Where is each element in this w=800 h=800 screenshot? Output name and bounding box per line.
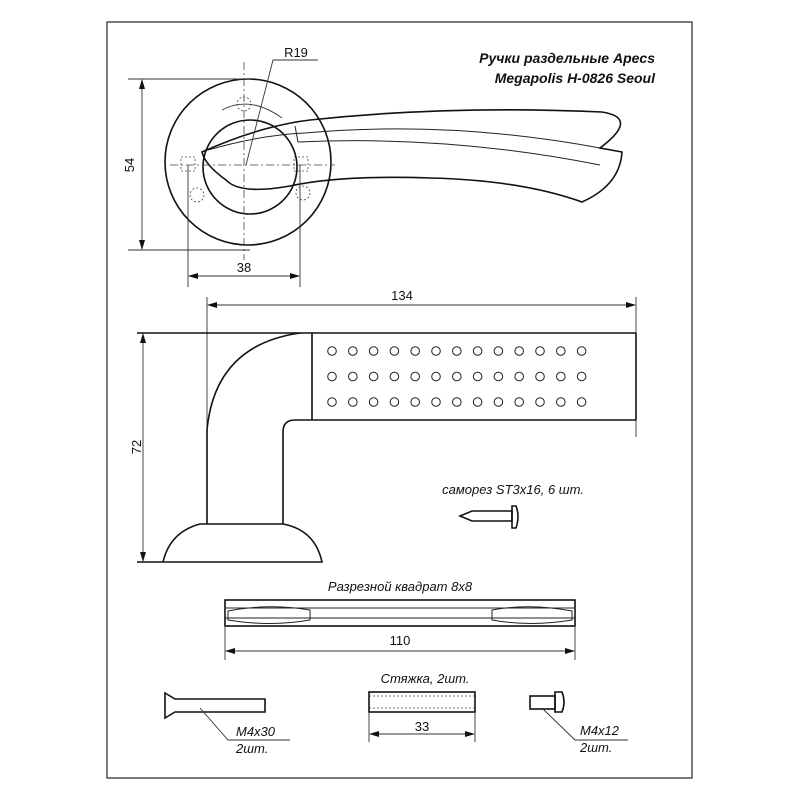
dot (327, 371, 337, 382)
dot (576, 346, 587, 356)
bolt-m4x12-icon (529, 691, 628, 741)
dot (452, 371, 462, 382)
dot (431, 371, 441, 382)
dim-54: 54 (122, 158, 137, 172)
bolt-m4x30-size: M4x30 (236, 724, 276, 739)
bolt-m4x12-size: M4x12 (580, 723, 620, 738)
dot (535, 397, 545, 407)
dot (389, 371, 400, 382)
dot-pattern (327, 346, 587, 407)
bolt-m4x30-qty: 2шт. (235, 741, 268, 756)
self-tapping-screw-icon (457, 505, 519, 529)
dot (514, 371, 525, 382)
dot (493, 397, 504, 407)
dot (431, 397, 441, 407)
top-view: R19 54 38 (122, 45, 623, 287)
dot (452, 346, 462, 356)
dot (472, 346, 483, 356)
lever-outline (201, 108, 623, 203)
dim-110: 110 (390, 633, 411, 648)
dot (368, 397, 379, 407)
side-view: 134 72 (129, 288, 637, 563)
dot (514, 397, 525, 407)
dot (410, 371, 421, 382)
dot (348, 346, 358, 356)
dot (348, 371, 358, 382)
dot (535, 371, 545, 382)
dot (472, 397, 483, 407)
screw-label: саморез ST3x16, 6 шт. (442, 482, 584, 497)
spindle-square (224, 599, 576, 660)
dot (556, 397, 566, 407)
r19-label: R19 (284, 45, 308, 60)
dot (389, 397, 400, 407)
dot (389, 346, 400, 356)
dot (493, 371, 504, 382)
dot (535, 346, 545, 356)
dot (556, 371, 566, 382)
r19-leader (245, 59, 318, 166)
dot (472, 371, 483, 382)
coupler-label: Стяжка, 2шт. (381, 671, 470, 686)
dot (368, 346, 379, 356)
dot (327, 346, 337, 356)
dot (431, 346, 441, 356)
spindle-label: Разрезной квадрат 8x8 (328, 579, 473, 594)
dot (410, 397, 421, 407)
dim-33: 33 (415, 719, 429, 734)
coupler-icon (368, 691, 476, 742)
bolt-m4x12-qty: 2шт. (579, 740, 612, 755)
dot (348, 397, 358, 407)
dot (493, 346, 504, 356)
title-line-1: Ручки раздельные Apecs (479, 50, 655, 66)
dot (576, 371, 587, 382)
dot (368, 371, 379, 382)
dot (576, 397, 587, 407)
dim-134: 134 (391, 288, 413, 303)
bolt-m4x30-icon (164, 691, 290, 741)
dim-72: 72 (129, 440, 144, 454)
title-line-2: Megapolis H-0826 Seoul (495, 70, 656, 86)
dot (452, 397, 462, 407)
dim-38: 38 (237, 260, 251, 275)
dot (327, 397, 337, 407)
drawing-frame (106, 21, 693, 779)
dot (556, 346, 566, 356)
dot (410, 346, 421, 356)
dot (514, 346, 525, 356)
rose-inner (202, 119, 298, 215)
